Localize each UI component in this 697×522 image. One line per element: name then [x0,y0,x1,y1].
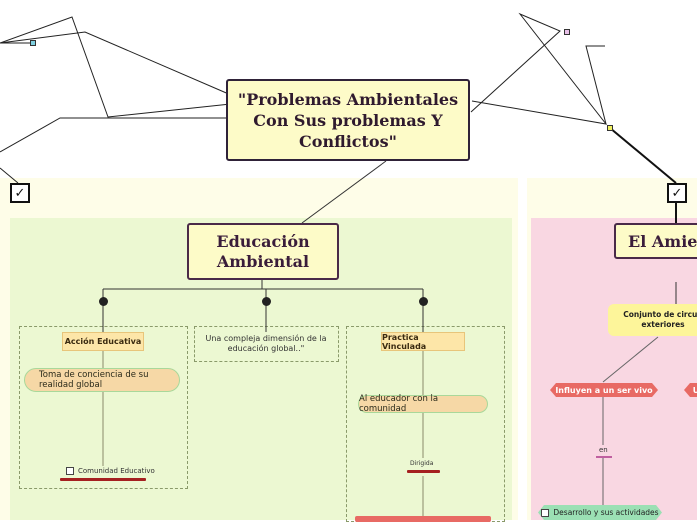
dirigida-connector: Dirigida [410,460,434,467]
comunidad-educativo-text: Comunidad Educativo [78,467,155,475]
dimension-text[interactable]: Una compleja dimensión de la educación g… [205,334,327,353]
desarrollo-checkbox-icon[interactable] [541,509,549,517]
practica-vinculada-tag[interactable]: Practica Vinculada [381,332,465,351]
al-educador-node[interactable]: Al educador con la comunidad [358,394,488,414]
el-ambiente-node[interactable]: El Amie [614,223,697,259]
el-ambiente-text: El Amie [628,231,697,251]
influyen-text: Influyen a un ser vivo [555,385,653,395]
accion-educativa-tag[interactable]: Acción Educativa [62,332,144,351]
branch-dot [419,297,428,306]
desarrollo-node[interactable]: Desarrollo y sus actividades [538,505,662,520]
marker-square-yellow[interactable] [607,125,613,131]
marker-square-pink[interactable] [564,29,570,35]
en-underline [596,456,612,458]
practica-vinculada-text: Practica Vinculada [382,332,427,351]
checkbox-icon-right[interactable]: ✓ [667,183,687,203]
central-topic-text: "Problemas Ambientales Con Sus problemas… [237,89,459,151]
conjunto-node[interactable]: Conjunto de circun exteriores [608,304,697,336]
marker-square-blue[interactable] [30,40,36,46]
checkbox-icon[interactable]: ✓ [10,183,30,203]
toma-conciencia-text: Toma de conciencia de su realidad global [39,370,149,390]
toma-conciencia-node[interactable]: Toma de conciencia de su realidad global [24,368,180,392]
desarrollo-text: Desarrollo y sus actividades [553,508,659,517]
offscreen-node[interactable] [355,516,491,522]
conjunto-text: Conjunto de circun exteriores [623,310,697,329]
right-section-inner-background [531,218,697,520]
u-text: U [692,385,697,395]
u-tag[interactable]: U [684,383,697,397]
branch-dot [262,297,271,306]
leaf-checkbox-icon[interactable] [66,467,74,475]
branch-dot [99,297,108,306]
en-connector: en [599,446,608,454]
comunidad-educativo-leaf[interactable]: Comunidad Educativo [66,467,155,475]
al-educador-text: Al educador con la comunidad [359,394,439,414]
educacion-ambiental-node[interactable]: Educación Ambiental [187,223,339,280]
central-topic[interactable]: "Problemas Ambientales Con Sus problemas… [226,79,470,161]
connector-underline [407,470,440,473]
leaf-underline [60,478,146,481]
educacion-ambiental-text: Educación Ambiental [216,231,310,271]
accion-educativa-text: Acción Educativa [64,337,142,346]
influyen-tag[interactable]: Influyen a un ser vivo [550,383,658,397]
